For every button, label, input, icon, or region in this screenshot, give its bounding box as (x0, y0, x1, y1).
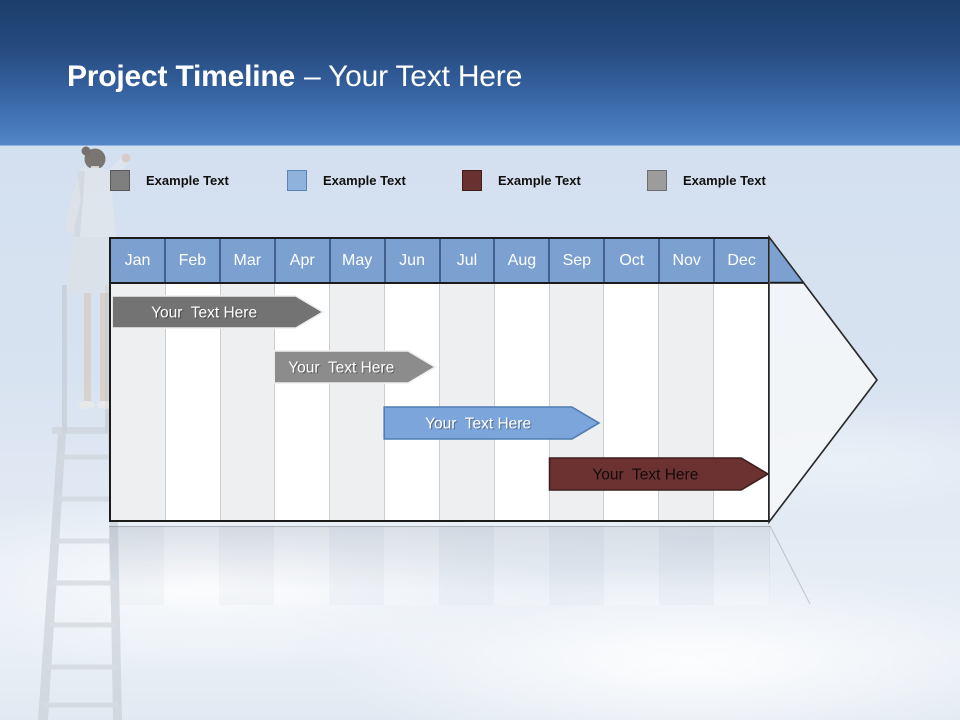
legend-swatch (287, 170, 307, 191)
legend-swatch (110, 170, 130, 191)
gantt-bar-label-shadow: Your Text Here (152, 306, 258, 323)
arrowhead-reflection (769, 525, 811, 605)
month-cell-may: May (330, 239, 386, 282)
gantt-bar-label: Your Text Here (151, 305, 257, 322)
body-column-may (330, 284, 386, 520)
month-cell-nov: Nov (660, 239, 716, 282)
gantt-bar-shape (273, 350, 437, 384)
month-cell-jul: Jul (440, 239, 496, 282)
month-cell-sep: Sep (550, 239, 606, 282)
legend-item: Example Text (462, 170, 581, 191)
body-column-jul (439, 284, 495, 520)
legend-item: Example Text (110, 170, 229, 191)
gantt-bar: Your Text Here (548, 457, 770, 491)
legend-swatch (462, 170, 482, 191)
header-band: Project Timeline – Your Text Here (0, 0, 960, 146)
body-column-aug (494, 284, 550, 520)
month-cell-mar: Mar (220, 239, 276, 282)
gantt-bar-label: Your Text Here (592, 467, 698, 484)
legend-label: Example Text (146, 173, 229, 188)
table-reflection (109, 526, 770, 605)
month-cell-dec: Dec (715, 239, 769, 282)
title-secondary: – Your Text Here (304, 60, 523, 93)
legend-label: Example Text (498, 173, 581, 188)
slide-title: Project Timeline – Your Text Here (67, 60, 522, 94)
gantt-bar-label: Your Text Here (288, 360, 394, 377)
month-cell-jun: Jun (385, 239, 441, 282)
legend-swatch (647, 170, 667, 191)
timeline-arrowhead (768, 234, 878, 525)
month-cell-oct: Oct (605, 239, 661, 282)
arrowhead-header-segment (770, 238, 805, 283)
month-cell-aug: Aug (495, 239, 551, 282)
month-cell-apr: Apr (275, 239, 331, 282)
gantt-bar-shape (111, 295, 325, 329)
body-column-jun (385, 284, 440, 520)
month-cell-feb: Feb (165, 239, 221, 282)
legend-label: Example Text (683, 173, 766, 188)
gantt-bar-label-shadow: Your Text Here (289, 361, 395, 378)
gantt-bar-shape (548, 457, 770, 491)
title-primary: Project Timeline (67, 60, 295, 93)
legend-item: Example Text (647, 170, 766, 191)
month-cell-jan: Jan (111, 239, 166, 282)
legend-label: Example Text (323, 173, 406, 188)
gantt-bar-label-shadow: Your Text Here (426, 417, 532, 434)
gantt-bar-label: Your Text Here (425, 416, 531, 433)
gantt-bar-shape (383, 406, 601, 440)
legend-item: Example Text (287, 170, 406, 191)
